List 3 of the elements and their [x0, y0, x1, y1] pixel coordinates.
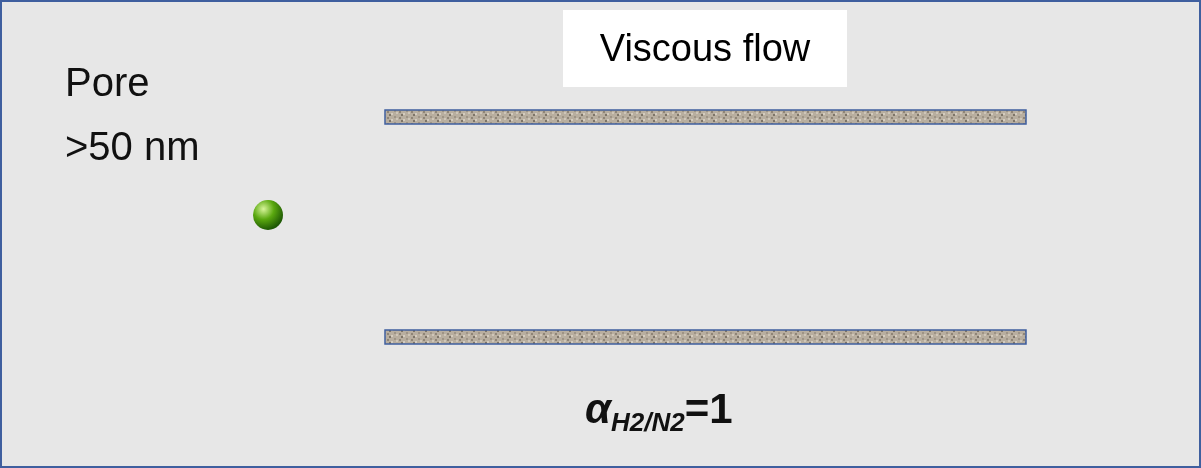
selectivity-label: α$_{H2/N2}$=1: [585, 384, 734, 439]
title-box: Viscous flow: [563, 10, 847, 87]
pore-size-label: Pore >50 nm: [65, 59, 201, 170]
